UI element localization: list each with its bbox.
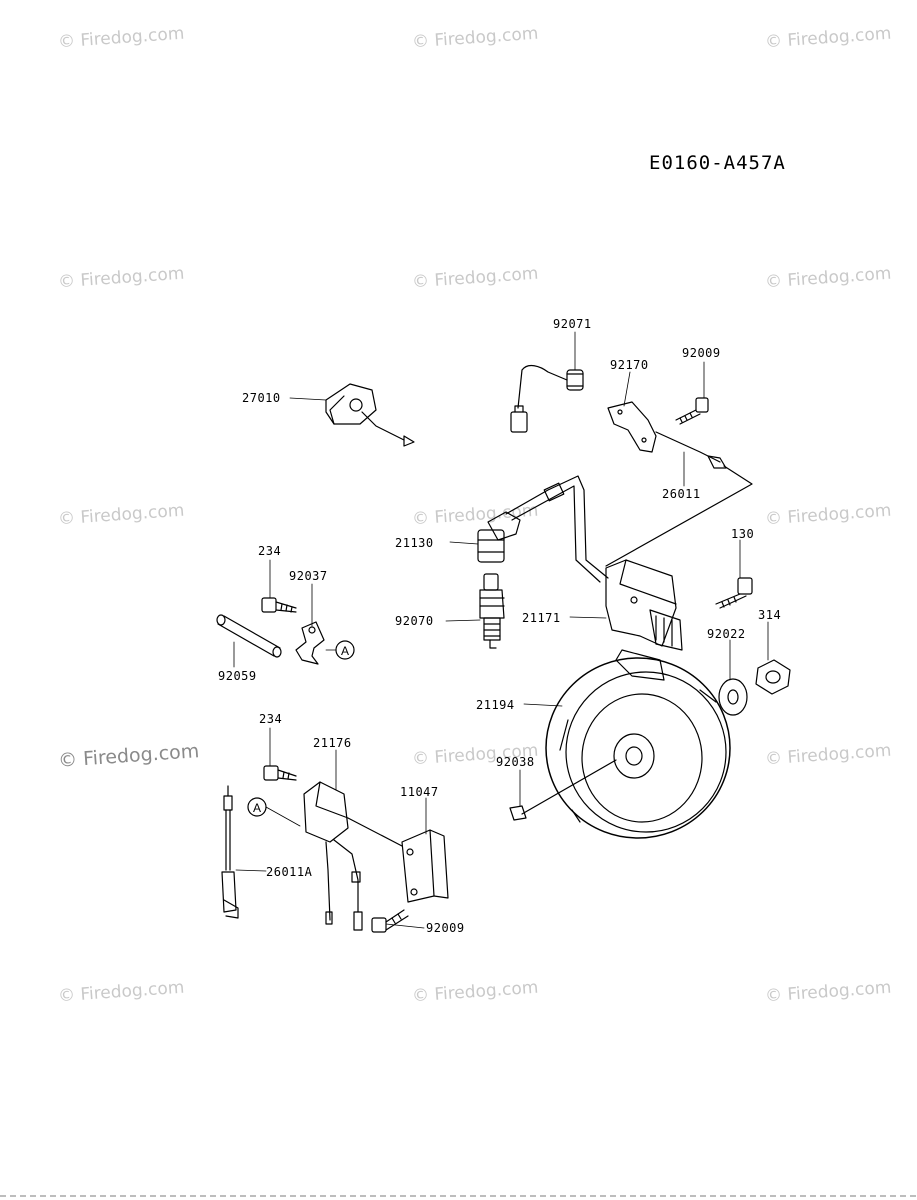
diagram-code: E0160-A457A: [649, 152, 786, 174]
part-label-314: 314: [758, 608, 782, 622]
part-label-92071: 92071: [553, 317, 592, 331]
part-234-bottom-drawing: [263, 765, 297, 781]
part-21130-drawing: [477, 475, 609, 583]
part-label-92022: 92022: [707, 627, 746, 641]
part-label-92070: 92070: [395, 614, 434, 628]
part-label-92009: 92009: [682, 346, 721, 360]
part-234-top-drawing: [261, 597, 297, 613]
part-label-234: 234: [258, 544, 282, 558]
part-130-drawing: [715, 577, 753, 609]
part-label-21171: 21171: [522, 611, 561, 625]
part-21171-drawing: [605, 559, 683, 651]
part-label-26011: 26011: [662, 487, 701, 501]
part-92038-drawing: [509, 759, 617, 821]
part-label-130: 130: [731, 527, 755, 541]
part-92009-bottom-drawing: [371, 909, 409, 933]
part-label-21130: 21130: [395, 536, 434, 550]
part-label-11047: 11047: [400, 785, 439, 799]
callout-a-label: A: [253, 801, 261, 815]
callout-a-label: A: [341, 644, 349, 658]
part-label-92059: 92059: [218, 669, 257, 683]
part-314-drawing: [755, 659, 791, 695]
part-26011a-drawing: [221, 785, 239, 919]
part-label-92009: 92009: [426, 921, 465, 935]
part-label-26011a: 26011A: [266, 865, 313, 879]
part-92022-drawing: [718, 678, 748, 716]
part-label-234: 234: [259, 712, 283, 726]
part-92070-drawing: [479, 573, 505, 649]
leader-lines: [233, 331, 769, 929]
part-label-27010: 27010: [242, 391, 281, 405]
part-92071-drawing: [510, 364, 584, 433]
part-label-92170: 92170: [610, 358, 649, 372]
part-27010-drawing: [325, 383, 415, 447]
part-label-21194: 21194: [476, 698, 515, 712]
part-92037-drawing: [295, 621, 325, 665]
part-92009-top-drawing: [675, 397, 709, 425]
part-26011-drawing: [605, 431, 753, 567]
part-11047-drawing: [347, 817, 449, 903]
bottom-dashed-strip: [0, 1195, 917, 1197]
part-92059-drawing: [216, 614, 282, 658]
part-21194-drawing: [545, 649, 731, 839]
part-92170-drawing: [607, 401, 657, 453]
part-label-92038: 92038: [496, 755, 535, 769]
part-label-92037: 92037: [289, 569, 328, 583]
part-label-21176: 21176: [313, 736, 352, 750]
part-21176-drawing: [303, 781, 363, 931]
